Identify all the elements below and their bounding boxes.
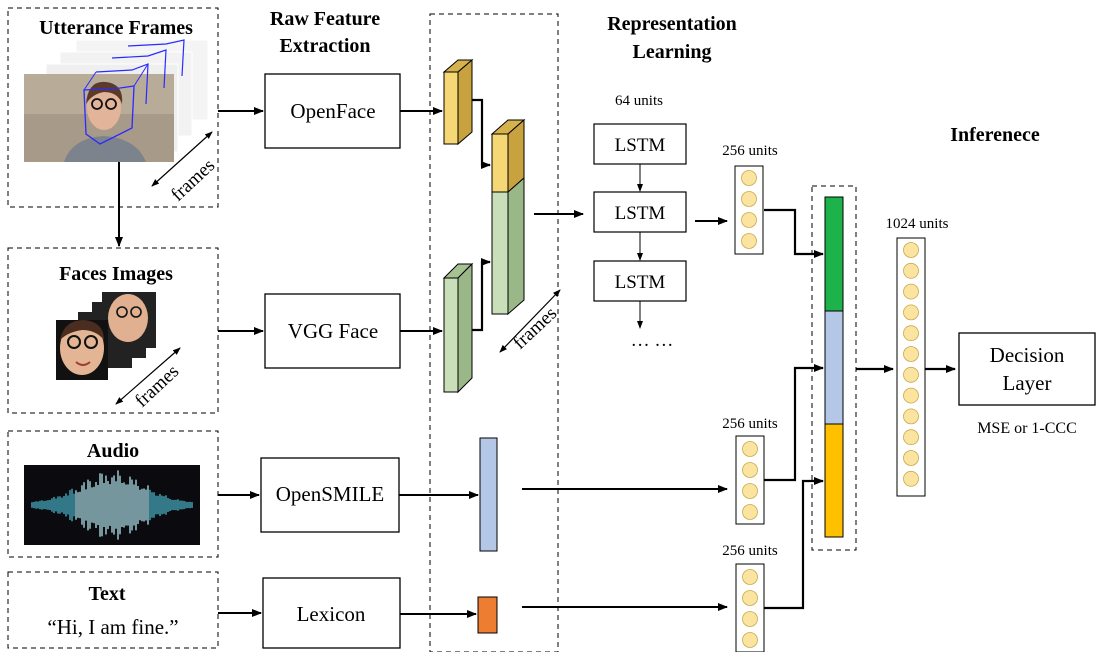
combined-visual-prism [490,118,526,316]
audio-title: Audio [87,440,139,462]
neuron [903,304,919,321]
utterance-frames-title: Utterance Frames [39,17,193,39]
neuron [742,504,758,520]
dense1024-neurons [903,242,919,487]
concat-segment-text [824,423,844,538]
openface-label: OpenFace [290,99,375,123]
faces-images-title: Faces Images [59,263,173,285]
neuron [742,462,758,478]
vggface-label: VGG Face [288,319,378,343]
neuron [742,632,758,648]
neuron [741,191,757,207]
neuron [742,441,758,457]
neuron [903,366,919,383]
neuron [903,346,919,362]
arrow-openface-to-combined [472,98,491,169]
concat-segment-visual [824,196,844,312]
frames-arrow-features [499,289,561,353]
loss-label: MSE or 1-CCC [977,420,1077,437]
arrow-dense2-to-concat [764,364,824,482]
frames-arrow-faces [115,347,181,405]
neuron [903,283,919,300]
face-crops-stack [56,292,156,380]
arrow-dense3-to-concat [764,477,824,610]
vgg-feature-prism [442,262,474,394]
decision-layer-box [958,332,1096,406]
raw-extraction-header-line1: Raw Feature [270,8,380,30]
frames-label-features: frames [509,303,561,354]
dense2-units-label: 256 units [722,416,778,432]
neuron [903,387,919,404]
decision-layer-line1: Decision [990,343,1065,367]
neuron [903,408,919,425]
arrow-dense1-to-concat [764,208,824,258]
lstm-cell-2-label: LSTM [615,203,666,224]
frames-label-utterance: frames [167,155,219,206]
neuron [903,429,919,446]
opensmile-label: OpenSMILE [276,482,385,506]
neuron [741,212,757,228]
representation-header-line2: Learning [633,41,712,63]
waveform-bars [31,470,193,540]
dense3-units-label: 256 units [722,543,778,559]
neuron [742,590,758,606]
arrow-vgg-to-combined [472,258,491,332]
lexicon-feature-bar [477,596,498,634]
openface-box [264,73,401,149]
text-sample: “Hi, I am fine.” [47,615,178,639]
frames-arrow-utterance [151,131,213,187]
decision-layer-line2: Layer [1003,371,1052,395]
dense3-neurons [742,569,758,648]
text-title: Text [88,583,125,605]
neuron [903,325,919,342]
dense1-neurons [741,170,757,249]
lexicon-box [262,577,401,649]
lexicon-label: Lexicon [297,602,366,626]
inference-header: Inferenece [950,124,1040,146]
lstm-cell-1 [593,123,687,165]
neuron [742,611,758,627]
neuron [903,242,919,258]
vggface-box [264,293,401,369]
dense1-units-label: 256 units [722,143,778,159]
opensmile-box [260,457,400,533]
utterance-frames-box [7,7,219,208]
lstm-ellipsis: … … [631,330,674,351]
raw-extraction-header-line2: Extraction [279,35,370,57]
utterance-frame-stack [24,39,209,162]
lstm-cell-3-label: LSTM [615,272,666,293]
representation-header-line1: Representation [607,13,737,35]
features-container [429,13,559,652]
text-box [7,571,219,649]
lstm-cell-2 [593,191,687,233]
audio-feature-bar [479,437,498,552]
lstm-cell-1-label: LSTM [615,135,666,156]
dense1024-units-label: 1024 units [886,216,949,232]
neuron [903,470,919,487]
neuron [903,450,919,466]
neuron [903,262,919,279]
dense2-neurons [742,441,758,520]
openface-feature-prism [442,58,474,146]
neuron [741,233,757,249]
neuron [742,569,758,585]
neuron [742,483,758,499]
lstm-units-label: 64 units [615,93,663,109]
neuron [741,170,757,186]
concat-segment-audio [824,310,844,425]
